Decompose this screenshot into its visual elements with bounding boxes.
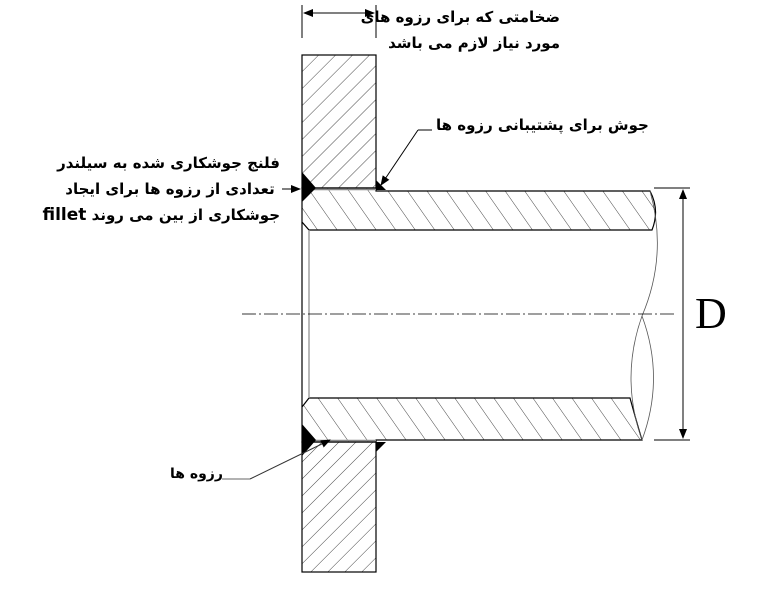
flange-label-line2: تعدادی از رزوه ها برای ایجاد bbox=[65, 180, 275, 198]
pipe-wall-upper bbox=[301, 187, 657, 231]
leader-back-weld bbox=[380, 129, 432, 186]
thickness-label-line1: ضخامتی که برای رزوه های bbox=[360, 8, 560, 26]
flange-label-line3: جوشکاری از بین می روند fillet bbox=[43, 202, 281, 228]
back-weld-lower bbox=[376, 442, 386, 452]
diameter-dimension bbox=[654, 187, 690, 441]
fillet-weld-front-upper bbox=[302, 172, 316, 202]
flange-upper bbox=[301, 54, 377, 189]
fillet-word: fillet bbox=[42, 205, 87, 225]
thickness-dimension bbox=[301, 5, 377, 38]
flange-label: فلنج جوشکاری شده به سیلندر تعدادی از رزو… bbox=[43, 150, 281, 228]
leader-threads bbox=[222, 439, 331, 480]
thickness-label: ضخامتی که برای رزوه های مورد نیاز لازم م… bbox=[360, 4, 560, 56]
thickness-label-line2: مورد نیاز لازم می باشد bbox=[388, 34, 560, 52]
threads-label: رزوه ها bbox=[170, 466, 223, 482]
flange-label-line3-text: جوشکاری از بین می روند bbox=[91, 206, 280, 224]
fillet-weld-front-lower bbox=[302, 424, 316, 456]
diameter-label: D bbox=[695, 289, 727, 338]
back-weld-label: جوش برای پشتیبانی رزوه ها bbox=[436, 116, 649, 134]
flange-lower bbox=[301, 441, 377, 573]
pipe-wall-lower bbox=[301, 397, 643, 443]
flange-label-line1: فلنج جوشکاری شده به سیلندر bbox=[57, 154, 280, 172]
